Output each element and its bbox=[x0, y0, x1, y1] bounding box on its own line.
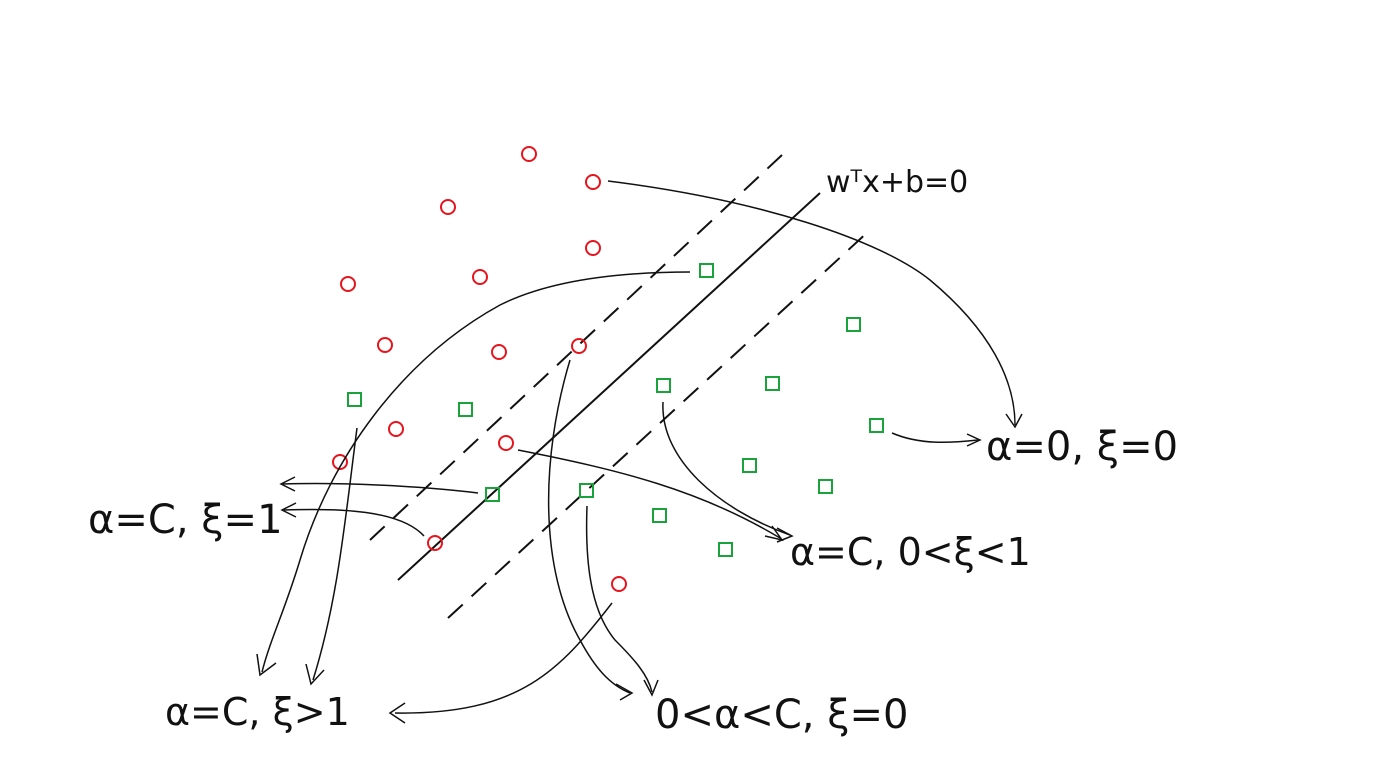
square-point bbox=[818, 479, 833, 494]
arrow-head bbox=[388, 702, 406, 724]
square-point bbox=[742, 458, 757, 473]
label-alpha-c-xi-between: α=C, 0<ξ<1 bbox=[790, 530, 1031, 574]
circle-points bbox=[332, 146, 627, 592]
hyperplane-label: wᵀx+b=0 bbox=[826, 165, 968, 200]
arrow-curve bbox=[547, 359, 631, 694]
circle-point bbox=[340, 276, 356, 292]
label-alpha-c-xi-one: α=C, ξ=1 bbox=[88, 497, 283, 543]
label-alpha-c-xi-gt-one: α=C, ξ>1 bbox=[165, 690, 350, 734]
arrow-curve bbox=[394, 602, 613, 714]
label-alpha-zero: α=0, ξ=0 bbox=[986, 424, 1178, 470]
square-point bbox=[765, 376, 780, 391]
arrow-curve bbox=[585, 505, 653, 693]
arrow-head bbox=[643, 679, 659, 697]
square-points bbox=[347, 263, 884, 557]
arrow-head bbox=[615, 683, 634, 701]
circle-point bbox=[585, 174, 601, 190]
circle-point bbox=[427, 535, 443, 551]
circle-point bbox=[585, 240, 601, 256]
hyperplane-line bbox=[397, 192, 821, 581]
square-point bbox=[347, 392, 362, 407]
square-point bbox=[579, 483, 594, 498]
square-point bbox=[485, 487, 500, 502]
arrow-curve bbox=[261, 271, 691, 673]
square-point bbox=[869, 418, 884, 433]
arrow-head bbox=[776, 527, 794, 543]
circle-point bbox=[521, 146, 537, 162]
circle-point bbox=[611, 576, 627, 592]
circle-point bbox=[491, 344, 507, 360]
arrow-curve bbox=[891, 432, 979, 444]
arrow-curve bbox=[607, 180, 1016, 426]
arrows bbox=[256, 180, 1023, 724]
arrow-curve bbox=[517, 449, 781, 539]
circle-point bbox=[472, 269, 488, 285]
label-alpha-between: 0<α<C, ξ=0 bbox=[655, 692, 908, 738]
circle-point bbox=[440, 199, 456, 215]
margin-line-upper bbox=[369, 154, 783, 541]
circle-point bbox=[388, 421, 404, 437]
circle-point bbox=[498, 435, 514, 451]
square-point bbox=[458, 402, 473, 417]
arrow-head bbox=[280, 502, 297, 518]
arrow-curve bbox=[282, 482, 479, 494]
square-point bbox=[652, 508, 667, 523]
arrow-head bbox=[279, 476, 296, 492]
arrow-head bbox=[305, 663, 325, 686]
circle-point bbox=[377, 337, 393, 353]
arrow-head bbox=[1005, 413, 1023, 429]
square-point bbox=[718, 542, 733, 557]
circle-point bbox=[571, 338, 587, 354]
arrow-curve bbox=[312, 427, 358, 681]
circle-point bbox=[332, 454, 348, 470]
arrow-curve bbox=[283, 508, 425, 537]
arrow-head bbox=[256, 653, 277, 677]
square-point bbox=[846, 317, 861, 332]
square-point bbox=[699, 263, 714, 278]
arrow-head bbox=[966, 433, 982, 447]
arrow-curve bbox=[662, 401, 791, 536]
square-point bbox=[656, 378, 671, 393]
